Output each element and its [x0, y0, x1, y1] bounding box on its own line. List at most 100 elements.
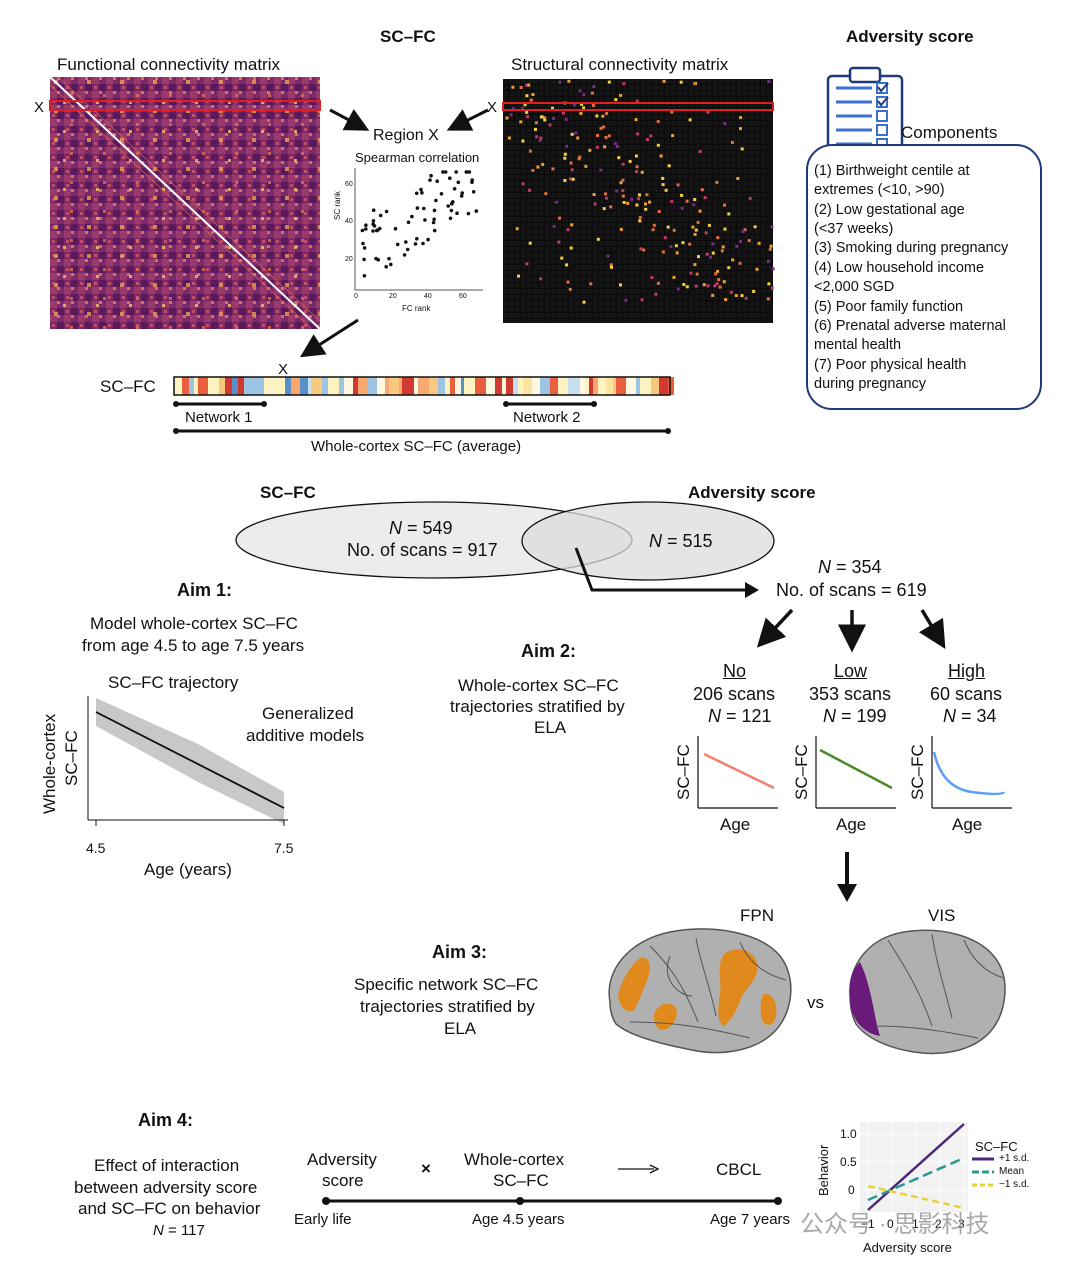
strip-cell	[308, 377, 311, 395]
sc-matrix-cell	[651, 228, 655, 232]
strip-cell	[291, 377, 300, 395]
group-no-name: No	[723, 661, 747, 681]
component-line: during pregnancy	[814, 376, 927, 392]
scatter-point	[414, 191, 419, 196]
sc-matrix-cell	[610, 265, 613, 269]
sc-matrix-cell	[520, 106, 524, 110]
sc-matrix-cell	[723, 122, 727, 126]
venn-right-n: N = 515	[649, 531, 713, 551]
scatter-point	[376, 228, 380, 232]
sc-matrix-cell	[645, 193, 649, 197]
sc-matrix-cell	[526, 115, 529, 119]
strip-cell	[550, 377, 558, 395]
timeline-adversity: score	[322, 1171, 364, 1190]
sc-matrix-cell	[544, 192, 548, 196]
strip-cell	[455, 377, 461, 395]
scatter-point	[360, 228, 365, 233]
aim4-legend-swatches	[972, 1157, 994, 1187]
sc-matrix-cell	[592, 85, 596, 89]
sc-matrix-cell	[613, 142, 617, 146]
sc-matrix-cell	[636, 132, 640, 136]
sc-matrix-cell	[557, 240, 561, 244]
brain-fpn-label: FPN	[740, 906, 774, 925]
scatter-point	[443, 170, 448, 174]
aim3-arrow	[837, 852, 857, 902]
aim2-desc: Whole-cortex SC–FC	[458, 676, 619, 695]
sc-matrix-cell	[662, 79, 666, 83]
sc-matrix-cell	[767, 80, 771, 84]
sc-matrix-cell	[578, 89, 582, 93]
scatter-point	[387, 256, 391, 261]
group-no-n: N = 121	[708, 706, 772, 726]
scatter-point	[413, 242, 418, 246]
aim4-legend-title: SC–FC	[975, 1139, 1018, 1154]
sc-matrix-cell	[695, 272, 699, 276]
sc-fc-title: SC–FC	[380, 27, 436, 46]
strip-cell	[445, 377, 450, 395]
sc-matrix-cell	[602, 125, 606, 129]
strip-cell	[339, 377, 344, 395]
sc-matrix-cell	[603, 145, 607, 149]
sc-matrix-cell	[713, 284, 717, 288]
aim1-desc: from age 4.5 to age 7.5 years	[82, 636, 305, 655]
sc-matrix-cell	[634, 154, 638, 158]
aim4-plot-xlabel: Adversity score	[863, 1240, 952, 1255]
strip-x-marker: X	[278, 361, 289, 378]
aim1-ylabel: Whole-cortex	[40, 713, 59, 814]
sc-matrix-cell	[741, 229, 745, 233]
scatter-point	[441, 170, 445, 174]
sc-matrix-cell	[541, 162, 545, 166]
sc-matrix-cell	[661, 183, 665, 187]
sc-matrix-cell	[635, 170, 638, 173]
sc-matrix-cell	[682, 283, 686, 286]
group-low-n: N = 199	[823, 706, 887, 726]
sc-matrix-cell	[656, 281, 660, 285]
strip-cell	[311, 377, 322, 395]
mini-ylabel: SC–FC	[674, 744, 693, 800]
scatter-xtick: 0	[354, 293, 358, 300]
components-label: Components	[901, 123, 998, 142]
sc-matrix-cell	[729, 290, 733, 294]
scatter-ytick: 20	[345, 256, 353, 263]
sc-matrix-cell	[570, 223, 574, 227]
sc-matrix-cell	[601, 114, 605, 118]
scatter-point	[405, 247, 410, 252]
sc-x-marker: X	[487, 99, 498, 116]
sc-matrix-cell	[723, 203, 726, 207]
sc-matrix-cell	[688, 118, 692, 122]
sc-matrix-cell	[511, 85, 515, 89]
sc-matrix-cell	[555, 200, 559, 204]
sc-matrix-cell	[622, 201, 626, 204]
strip-cell	[238, 377, 244, 395]
strip-cell	[532, 377, 540, 395]
scatter-point	[446, 204, 450, 208]
aim3-desc: trajectories stratified by	[360, 997, 535, 1016]
sc-matrix-cell	[607, 134, 611, 138]
aim4-ytick: 0.5	[840, 1155, 857, 1169]
network-brackets	[173, 401, 671, 434]
component-line: (4) Low household income	[814, 260, 985, 276]
venn-left-title: SC–FC	[260, 483, 316, 502]
sc-matrix-cell	[558, 80, 562, 84]
network2-label: Network 2	[513, 409, 581, 426]
strip-cell	[208, 377, 219, 395]
component-line: (5) Poor family function	[814, 299, 964, 315]
sc-matrix-cell	[521, 139, 525, 143]
sc-matrix-cell	[731, 258, 735, 262]
aim1-trajectory-plot	[87, 696, 288, 826]
sc-matrix-cell	[619, 227, 623, 231]
group-low-name: Low	[834, 661, 868, 681]
sc-matrix-cell	[565, 144, 569, 148]
sc-matrix-cell	[637, 197, 641, 201]
sc-matrix-cell	[635, 203, 639, 207]
sc-matrix-cell	[722, 280, 726, 284]
component-line: (1) Birthweight centile at	[814, 163, 970, 179]
sc-matrix-cell	[592, 193, 596, 196]
scatter-point	[404, 240, 408, 244]
sc-matrix-cell	[640, 170, 644, 174]
sc-matrix-cell	[743, 228, 747, 232]
sc-matrix-cell	[584, 164, 588, 168]
sc-matrix-cell	[748, 196, 752, 200]
aim2-title: Aim 2:	[521, 641, 577, 661]
sc-matrix-cell	[698, 209, 702, 213]
